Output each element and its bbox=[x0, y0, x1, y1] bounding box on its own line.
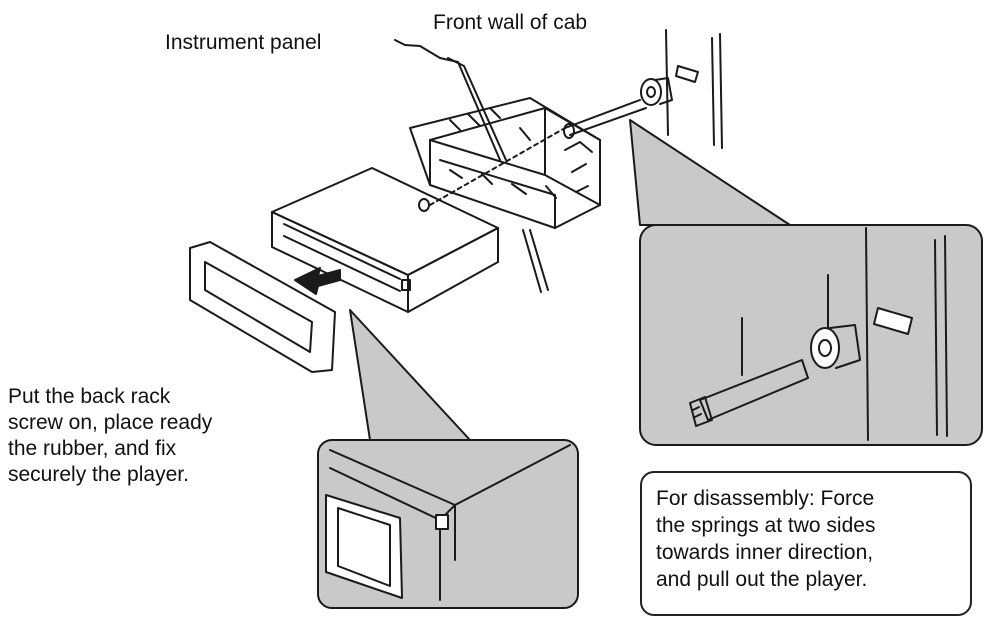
install-line: screw on, place ready bbox=[8, 411, 213, 434]
disassembly-line: towards inner direction, bbox=[656, 541, 874, 564]
disassembly-line: For disassembly: Force bbox=[656, 487, 875, 510]
disassembly-note: For disassembly: Force the springs at tw… bbox=[640, 471, 972, 616]
callout-spring-detail bbox=[629, 119, 983, 446]
installation-instructions: Put the back rack screw on, place ready … bbox=[8, 384, 212, 488]
cab-front-wall bbox=[665, 29, 723, 149]
disassembly-line: the springs at two sides bbox=[656, 514, 876, 537]
rear-bolt bbox=[418, 65, 699, 212]
callout-player-detail bbox=[317, 309, 579, 609]
mounting-cage bbox=[409, 97, 601, 229]
label-instrument-panel: Instrument panel bbox=[165, 31, 322, 54]
disassembly-line: and pull out the player. bbox=[656, 568, 868, 591]
trim-frame bbox=[189, 241, 336, 373]
push-arrow bbox=[294, 267, 341, 295]
instrument-panel bbox=[394, 39, 549, 293]
radio-player bbox=[271, 167, 499, 313]
install-line: the rubber, and fix bbox=[8, 437, 177, 460]
install-line: Put the back rack bbox=[8, 385, 171, 408]
label-front-wall-of-cab: Front wall of cab bbox=[433, 11, 588, 34]
install-line: securely the player. bbox=[8, 463, 189, 486]
